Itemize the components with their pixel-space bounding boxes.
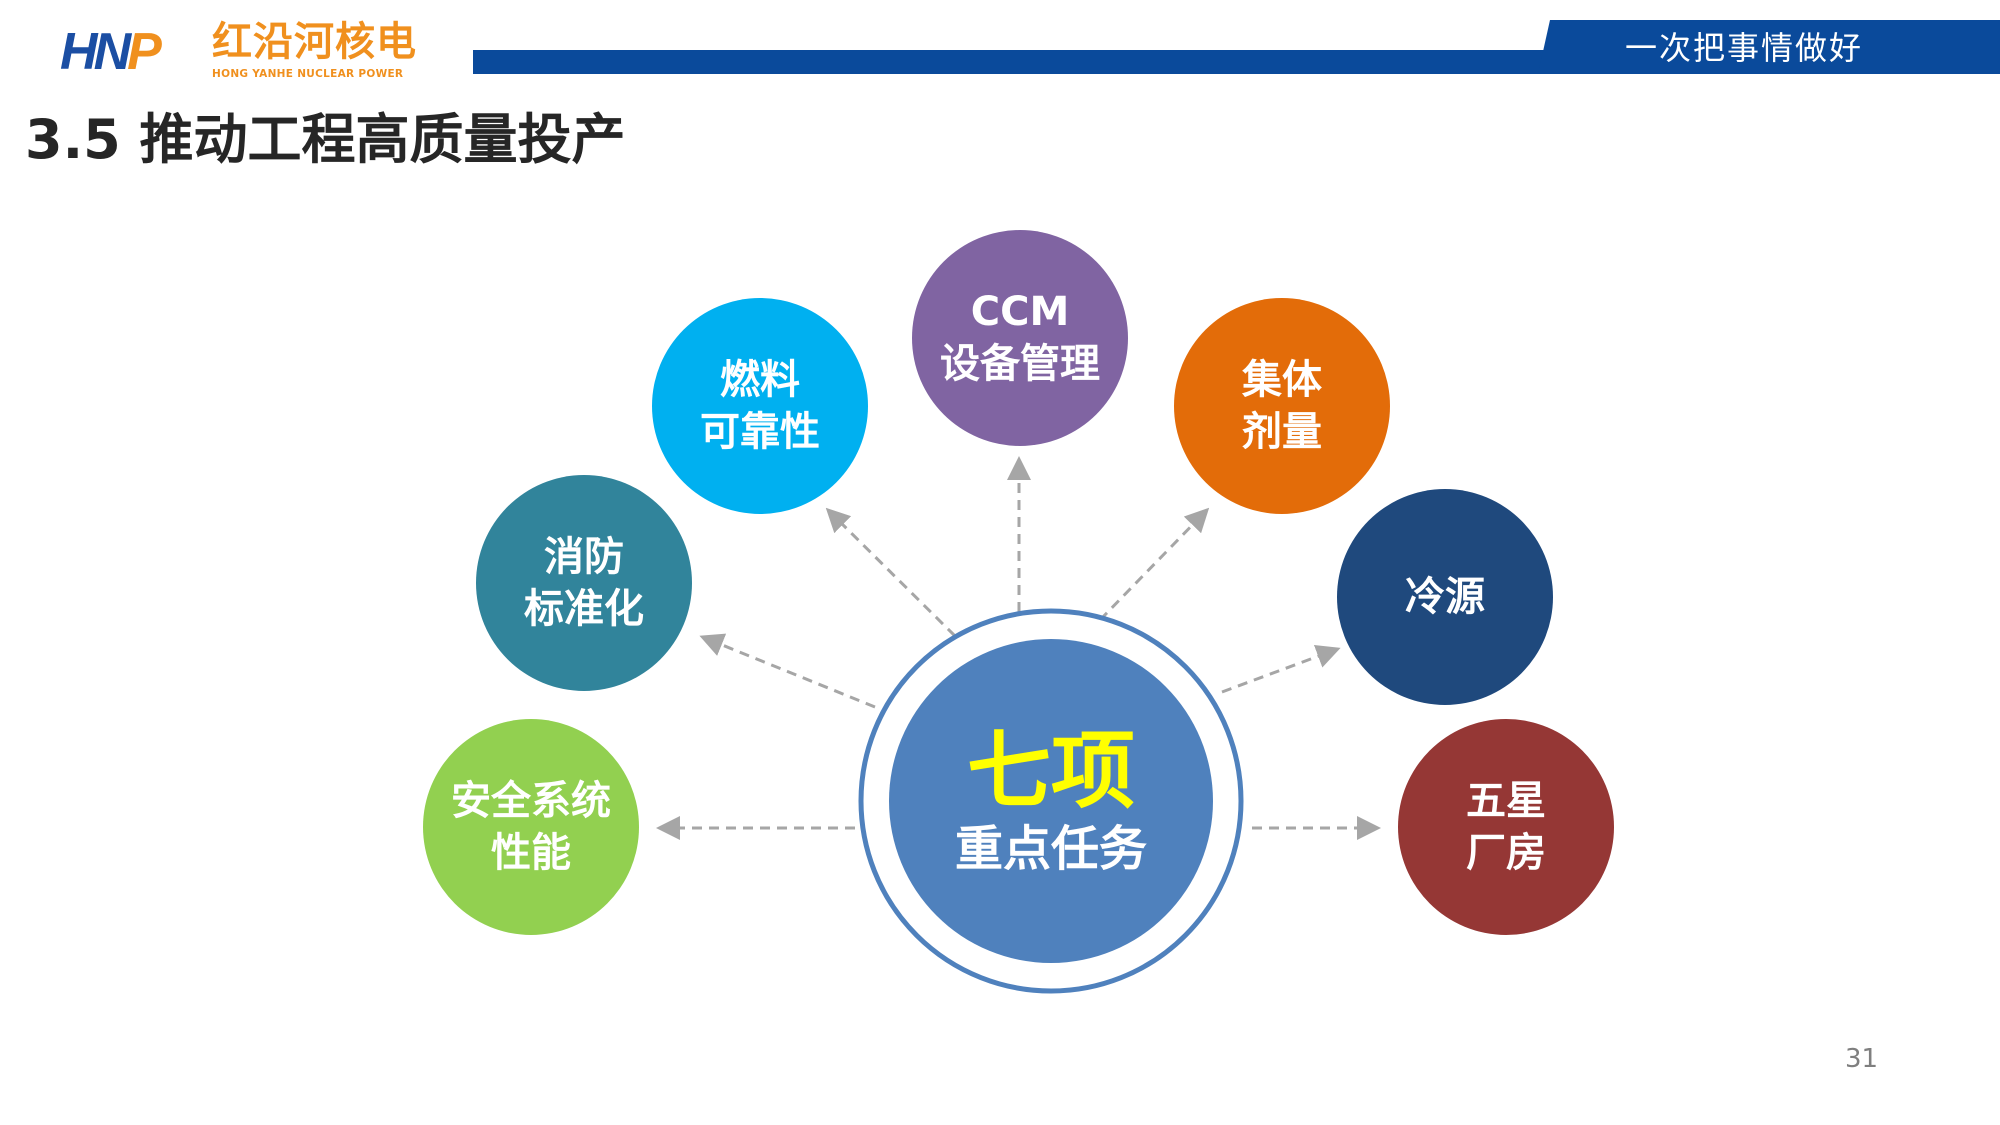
node-safety-line2: 性能 — [491, 830, 571, 876]
tagline: 一次把事情做好 — [1625, 29, 1864, 67]
node-safety: 安全系统性能 — [423, 719, 639, 935]
node-fire-line1: 消防 — [544, 534, 624, 580]
center-node: 七项 重点任务 — [889, 639, 1213, 963]
node-dose: 集体剂量 — [1174, 298, 1390, 514]
logo-mark: HNP — [60, 23, 162, 81]
node-ccm: CCM 设备管理 — [912, 230, 1128, 446]
node-fire: 消防标准化 — [476, 475, 692, 691]
arrow-fuel — [825, 507, 957, 638]
node-dose-line1: 集体 — [1242, 357, 1322, 403]
header-tab — [1538, 20, 2000, 74]
node-fire-line2: 标准化 — [524, 586, 644, 632]
logo-chinese-name: 红沿河核电 — [212, 19, 417, 65]
node-star: 五星厂房 — [1398, 719, 1614, 935]
arrow-dose — [1098, 507, 1210, 622]
arrow-fire — [699, 633, 876, 709]
node-star-line1: 五星 — [1466, 778, 1546, 824]
node-ccm-line1: CCM — [970, 289, 1070, 335]
node-star-line2: 厂房 — [1466, 830, 1546, 876]
node-cold: 冷源 — [1337, 489, 1553, 705]
node-fuel-line2: 可靠性 — [700, 409, 820, 455]
center-subtitle: 重点任务 — [954, 821, 1147, 877]
node-cold-line1: 冷源 — [1405, 574, 1485, 620]
node-dose-line2: 剂量 — [1242, 409, 1322, 455]
node-fuel-line1: 燃料 — [720, 357, 800, 403]
logo-english-name: HONG YANHE NUCLEAR POWER — [212, 68, 404, 80]
arrow-cold — [1221, 645, 1341, 694]
page-number: 31 — [1845, 1044, 1879, 1074]
center-title: 七项 — [966, 722, 1135, 820]
node-ccm-line2: 设备管理 — [940, 341, 1100, 387]
node-fuel: 燃料可靠性 — [652, 298, 868, 514]
page-title: 3.5 推动工程高质量投产 — [25, 108, 626, 171]
node-safety-line1: 安全系统 — [451, 778, 611, 824]
